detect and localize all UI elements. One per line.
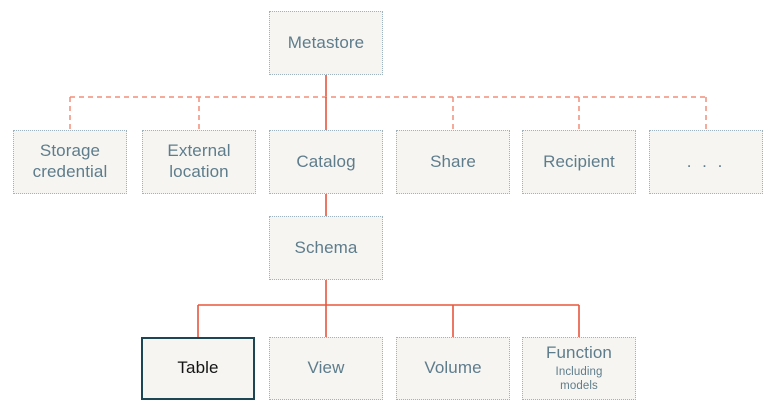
node-external-location[interactable]: External location [142, 130, 256, 194]
node-schema[interactable]: Schema [269, 216, 383, 280]
node-share-label: Share [430, 151, 476, 171]
node-schema-label: Schema [294, 237, 358, 257]
node-function-label: Function [545, 343, 612, 363]
node-more-label: . . . [686, 151, 726, 171]
node-table-label: Table [177, 358, 219, 378]
node-view-label: View [307, 358, 345, 378]
node-function[interactable]: Function Including models [522, 337, 636, 400]
node-catalog-label: Catalog [296, 151, 356, 171]
node-volume[interactable]: Volume [396, 337, 510, 400]
node-metastore-label: Metastore [287, 32, 365, 52]
node-volume-label: Volume [424, 358, 482, 378]
node-storage-credential-label: Storage credential [32, 141, 108, 181]
node-recipient[interactable]: Recipient [522, 130, 636, 194]
node-metastore[interactable]: Metastore [269, 11, 383, 75]
node-more[interactable]: . . . [649, 130, 763, 194]
node-recipient-label: Recipient [543, 151, 615, 171]
node-storage-credential[interactable]: Storage credential [13, 130, 127, 194]
node-catalog[interactable]: Catalog [269, 130, 383, 194]
node-function-sublabel: Including models [555, 365, 603, 393]
node-external-location-label: External location [167, 141, 231, 181]
node-table[interactable]: Table [141, 337, 255, 400]
node-view[interactable]: View [269, 337, 383, 400]
node-share[interactable]: Share [396, 130, 510, 194]
